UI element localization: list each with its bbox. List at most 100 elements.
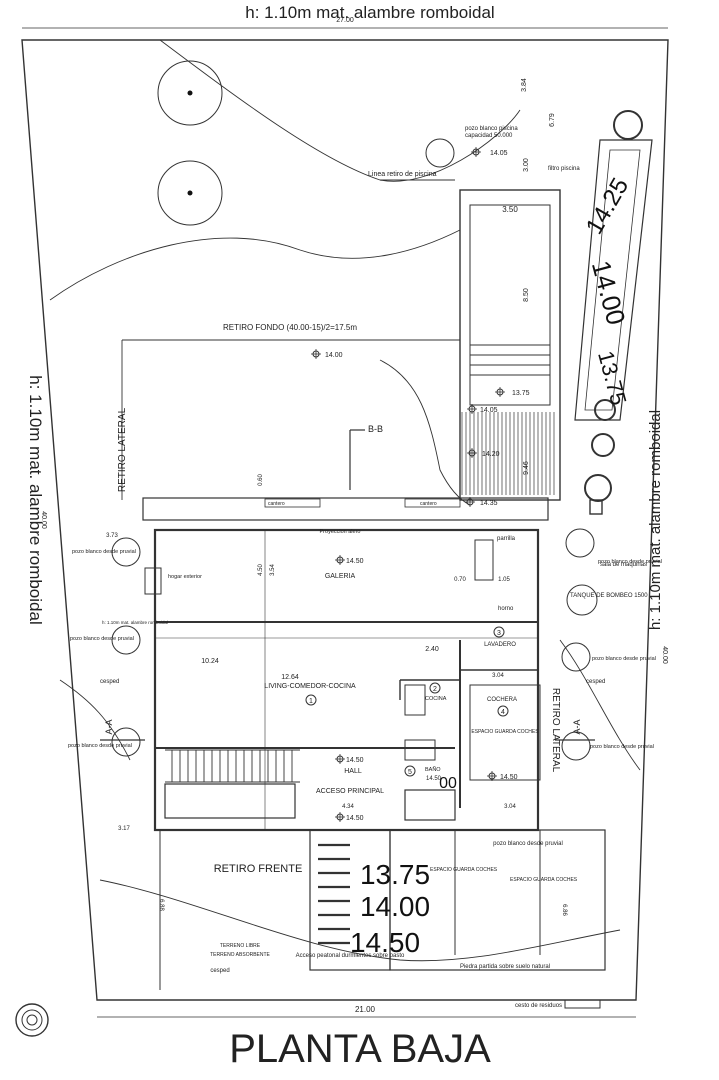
cantero-box (264, 498, 321, 508)
level-marker (472, 148, 480, 156)
room-galeria: GALERIA (325, 573, 356, 580)
machine-room-label: sala de maquinas (600, 562, 647, 568)
cantero-box (404, 498, 461, 508)
parrilla (474, 539, 494, 581)
filter-circle (584, 474, 612, 502)
level-marker (312, 350, 320, 358)
grass-label: cesped (586, 679, 605, 685)
handwritten-pool-level: 13.75 (593, 348, 631, 408)
contour-line (59, 679, 131, 761)
dim-070: 0.70 (454, 577, 466, 583)
room-number-badge (305, 694, 317, 706)
room-number-living: 1 (309, 698, 313, 705)
hogar-exterior (144, 567, 162, 595)
contour-line (379, 359, 471, 506)
level-1450-galeria: 14.50 (346, 558, 364, 565)
filter-box (589, 499, 603, 515)
room-number-badge (493, 626, 505, 638)
section-aa-label-right: A-A (572, 719, 582, 734)
level-1450-hall: 14.50 (346, 757, 364, 764)
tree-trunk (187, 190, 193, 196)
dim-300: 3.00 (523, 158, 530, 172)
level-marker (336, 556, 344, 564)
filter-label: filtro piscina (548, 166, 580, 172)
pozo-circle (561, 731, 591, 761)
room-number-bano: 5 (408, 769, 412, 776)
dim-354: 3.54 (270, 564, 276, 576)
dim-373: 3.73 (106, 533, 118, 539)
dim-304-a: 3.04 (492, 673, 504, 679)
filter-circle (594, 399, 616, 421)
room-cocina: COCINA (425, 696, 447, 702)
dim-pool-width: 3.50 (502, 205, 518, 214)
setback-front-label: RETIRO FRENTE (214, 863, 303, 875)
dim-688: 6.88 (158, 899, 164, 911)
level-1450-cochera: 14.50 (500, 774, 518, 781)
handwritten-level-1450: 14.50 (350, 927, 420, 958)
tanque-circle (566, 584, 598, 616)
dim-317: 3.17 (118, 826, 130, 832)
parking-space-label: ESPACIO GUARDA COCHES (430, 867, 498, 873)
pozo-circle (111, 625, 141, 655)
fireplace-label: hogar exterior (168, 574, 202, 580)
bin (564, 999, 601, 1009)
drain-label: pozo blanco desde pruvial (70, 636, 134, 642)
fence-left-label: h: 1.10m mat. alambre romboidal (26, 375, 45, 624)
planter-front (404, 789, 456, 821)
pozo-piscina-circle (425, 138, 455, 168)
level-marker (466, 498, 474, 506)
north-compass-icon (15, 1003, 49, 1037)
pool-capacity-label: capacidad 50.000 (465, 133, 513, 139)
tree-canopy (157, 160, 223, 226)
filter-strip-inner (584, 149, 641, 411)
drain-label: pozo blanco desde pruvial (68, 743, 132, 749)
oven-label: horno (498, 606, 514, 612)
dim-450: 4.50 (258, 564, 264, 576)
level-marker (336, 813, 344, 821)
north-compass-icon (21, 1009, 43, 1031)
contour-line (49, 229, 461, 301)
dim-left-depth: 40.00 (40, 511, 47, 529)
drain-front-label: pozo blanco desde pruvial (493, 841, 563, 847)
room-number-cocina: 2 (433, 686, 437, 693)
bin-label: cesto de residuos (515, 1003, 562, 1009)
grass-label: cesped (210, 968, 229, 974)
room-number-badge (429, 682, 441, 694)
cooktop (404, 684, 426, 716)
dim-bottom-width: 21.00 (355, 1005, 376, 1014)
level-marker (496, 388, 504, 396)
pozo-circle (111, 537, 141, 567)
handwritten-pool-level: 14.25 (581, 173, 634, 239)
parking-space-label: ESPACIO GUARDA COCHES (510, 877, 578, 883)
dim-946: 9.46 (523, 461, 530, 475)
pozo-circle (565, 528, 595, 558)
pozo-circle (111, 727, 141, 757)
drain-label: pozo blanco desde pruvial (590, 744, 654, 750)
handwritten-bath-level: 00 (439, 775, 457, 792)
dim-right-depth: 40.00 (661, 646, 668, 664)
tree-trunk (187, 90, 193, 96)
room-hall: HALL (344, 768, 362, 775)
pool-deck-hatch (461, 412, 555, 495)
level-1435: 14.35 (480, 500, 498, 507)
pool-setback-label: Linea retiro de piscina (368, 171, 437, 178)
pool-basin (469, 204, 551, 406)
section-aa-label-left: A-A (104, 719, 114, 734)
room-number-badge (404, 765, 416, 777)
drain-label: pozo blanco desde pruvial (592, 656, 656, 662)
filter-circle (591, 433, 615, 457)
tank-label: TANQUE DE BOMBEO 1500 (570, 593, 648, 599)
grass-label: cesped (100, 679, 119, 685)
dim-1024: 10.24 (201, 658, 219, 665)
level-markers (311, 147, 505, 822)
dim-top-width: 27.00 (336, 17, 354, 24)
tree-canopy (157, 60, 223, 126)
level-marker (336, 755, 344, 763)
pool-outline (459, 189, 561, 501)
grill-label: parrilla (497, 536, 516, 542)
room-lavadero: LAVADERO (484, 642, 516, 648)
drain-label: pozo blanco desde pruvial (72, 549, 136, 555)
dim-240: 2.40 (425, 646, 439, 653)
contour-line (559, 639, 641, 771)
pozo-circle (561, 642, 591, 672)
